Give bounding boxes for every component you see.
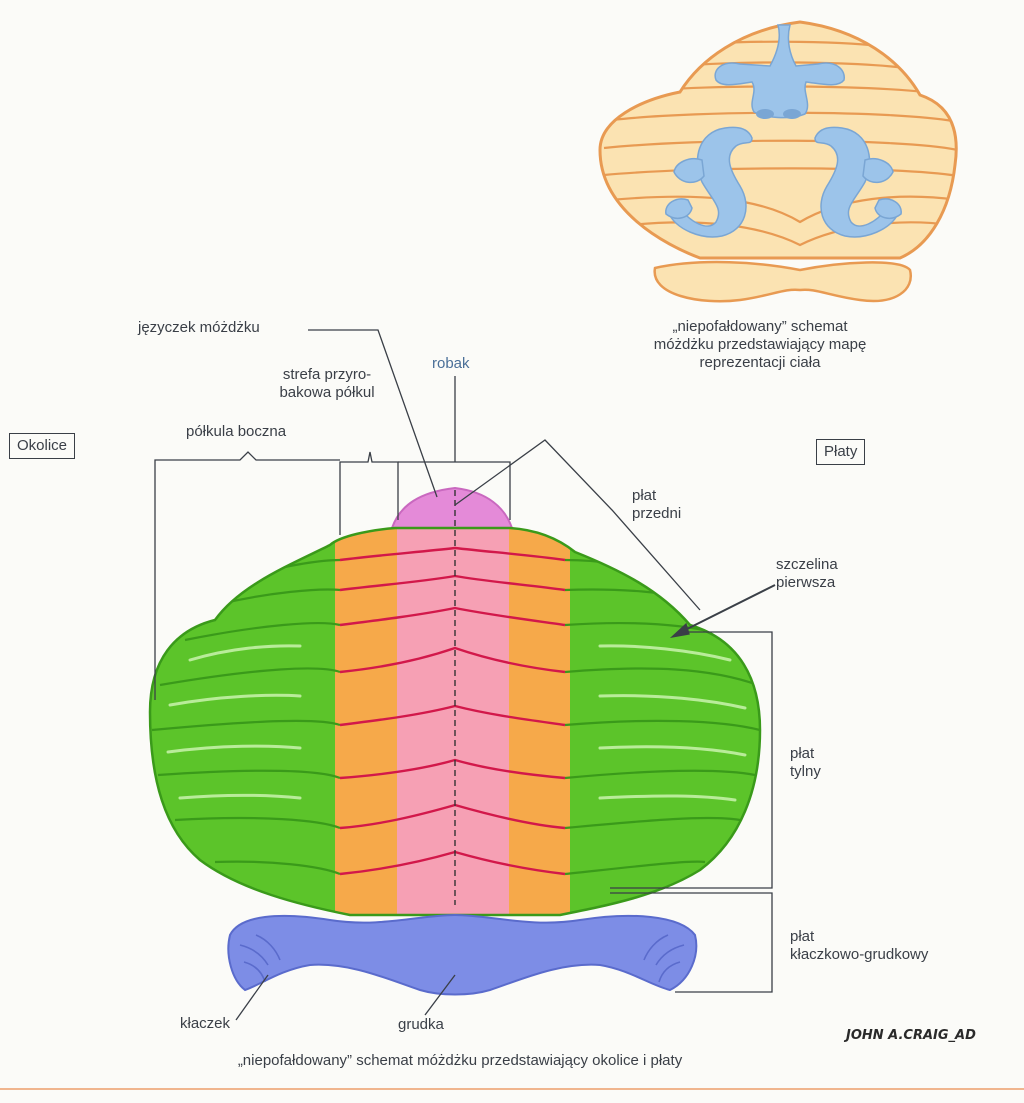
inset-caption-line1: „niepofałdowany” schemat bbox=[672, 318, 848, 335]
label-lateral-hemisphere: półkula boczna bbox=[186, 423, 287, 440]
inset-caption: „niepofałdowany” schemat móżdżku przedst… bbox=[610, 318, 910, 372]
leader-lines bbox=[154, 329, 776, 1021]
artist-signature: JOHN A.CRAIG_AD bbox=[846, 1028, 976, 1043]
label-paravermal-zone: strefa przyro- bakowa półkul bbox=[272, 366, 382, 402]
label-primary-fissure-line1: szczelina bbox=[776, 556, 838, 573]
paravermal-zone-left bbox=[335, 528, 397, 915]
label-posterior-lobe: płat tylny bbox=[790, 745, 821, 781]
label-flocculonodular-lobe: płat kłaczkowo-grudkowy bbox=[790, 928, 928, 964]
bottom-divider bbox=[0, 1088, 1024, 1090]
label-primary-fissure: szczelina pierwsza bbox=[776, 556, 838, 592]
inset-caption-line3: reprezentacji ciała bbox=[699, 354, 821, 371]
lateral-hemisphere-left bbox=[150, 528, 340, 915]
regions-box: Okolice bbox=[9, 433, 76, 459]
label-anterior-lobe-line2: przedni bbox=[632, 505, 682, 522]
label-posterior-lobe-line1: płat bbox=[790, 745, 815, 762]
label-flocculonodular-lobe-line1: płat bbox=[790, 928, 815, 945]
figure-caption: „niepofałdowany” schemat móżdżku przedst… bbox=[237, 1052, 683, 1069]
label-posterior-lobe-line2: tylny bbox=[790, 763, 821, 780]
paravermal-zone-right bbox=[508, 528, 570, 915]
cerebellum-main bbox=[148, 486, 762, 996]
label-anterior-lobe: płat przedni bbox=[632, 487, 681, 523]
label-paravermal-zone-line1: strefa przyro- bbox=[282, 366, 372, 383]
label-nodulus: grudka bbox=[398, 1016, 444, 1033]
label-lingula: języczek móżdżku bbox=[138, 319, 260, 336]
label-paravermal-zone-line2: bakowa półkul bbox=[279, 384, 375, 401]
label-primary-fissure-line2: pierwsza bbox=[776, 574, 836, 591]
vermis-zone bbox=[397, 528, 509, 915]
label-flocculonodular-lobe-line2: kłaczkowo-grudkowy bbox=[790, 946, 929, 963]
lobes-box: Płaty bbox=[816, 439, 866, 465]
inset-caption-line2: móżdżku przedstawiający mapę bbox=[653, 336, 867, 353]
inset-cerebellum bbox=[598, 20, 958, 303]
label-flocculus: kłaczek bbox=[180, 1015, 231, 1032]
label-anterior-lobe-line1: płat bbox=[632, 487, 657, 504]
label-vermis: robak bbox=[432, 355, 470, 372]
